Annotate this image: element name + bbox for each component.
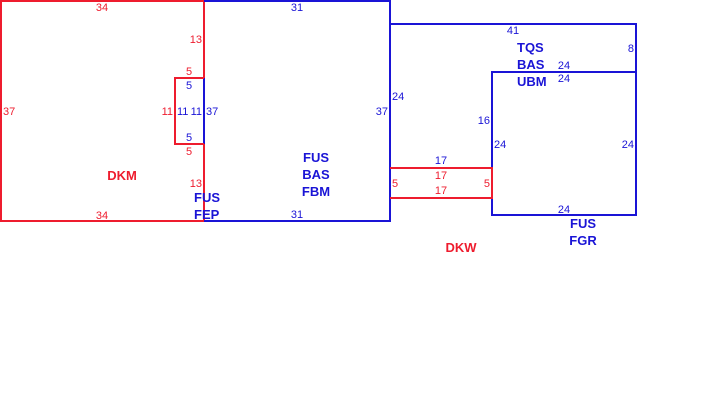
dkm-dim-right-upper: 13: [190, 34, 202, 46]
fbm-label-line3: FBM: [302, 184, 330, 199]
fbm-dim-left: 37: [206, 106, 218, 118]
ubm-dim-left: 24: [392, 91, 404, 103]
dkw-outline: [390, 167, 493, 199]
notch-dim-left-inner: 11: [177, 106, 188, 118]
notch-outline: [174, 77, 204, 145]
dkm-dim-left: 37: [3, 106, 15, 118]
ubm-dim-step: 24: [558, 60, 570, 72]
dkm-outline: [0, 0, 205, 222]
fgr-dim-right: 24: [622, 139, 634, 151]
fbm-outline: [204, 0, 391, 222]
fbm-dim-top: 31: [291, 2, 303, 14]
dkm-label: DKM: [107, 168, 137, 183]
region-notch: 5 5 11 11: [162, 66, 204, 158]
fep-label-line1: FUS: [194, 190, 220, 205]
dkw-dim-top: 17: [435, 170, 447, 182]
fgr-dim-top: 24: [558, 73, 570, 85]
fgr-label-line2: FGR: [569, 233, 597, 248]
fbm-dim-right: 37: [376, 106, 388, 118]
ubm-label-line1: TQS: [517, 40, 544, 55]
fgr-label-line1: FUS: [570, 216, 596, 231]
fep-dim-bottom: 5: [186, 132, 192, 144]
notch-dim-top: 5: [186, 66, 192, 78]
region-fbm: 31 31 37 37 FUS BAS FBM: [203, 0, 391, 222]
dkw-dim-right: 5: [484, 178, 490, 190]
region-dkw: 17 17 5 5 DKW: [390, 167, 493, 255]
ubm-label-line3: UBM: [517, 74, 547, 89]
ubm-label-line2: BAS: [517, 57, 545, 72]
ubm-dim-right: 8: [628, 43, 634, 55]
region-fep: 5 5 11 FUS FEP: [186, 80, 220, 222]
region-fgr: 24 24 24 24 FUS FGR: [491, 71, 637, 248]
fbm-label-line1: FUS: [303, 150, 329, 165]
dkm-dim-bottom: 34: [96, 210, 108, 222]
dkm-dim-right-lower: 13: [190, 178, 202, 190]
ubm-outline: [390, 23, 637, 169]
fbm-dim-bottom: 31: [291, 209, 303, 221]
dkw-dim-left: 5: [392, 178, 398, 190]
dkm-dim-top: 34: [96, 2, 108, 14]
fgr-dim-left: 24: [494, 139, 506, 151]
fep-label-line2: FEP: [194, 207, 220, 222]
fep-dim-top: 5: [186, 80, 192, 92]
fep-dim-right: 11: [191, 106, 202, 118]
notch-dim-left: 11: [162, 106, 173, 118]
ubm-dim-top: 41: [507, 25, 519, 37]
fgr-dim-bottom: 24: [558, 204, 570, 216]
fgr-outline: [491, 71, 637, 216]
notch-dim-bottom: 5: [186, 146, 192, 158]
ubm-dim-inner-left: 16: [478, 115, 490, 127]
region-ubm: 41 8 24 24 16 17 TQS BAS UBM: [390, 23, 637, 169]
dkw-dim-bottom: 17: [435, 185, 447, 197]
ubm-dim-bottom: 17: [435, 155, 447, 167]
fbm-label-line2: BAS: [302, 167, 330, 182]
dkw-label: DKW: [445, 240, 477, 255]
region-dkm: 34 34 37 13 13 DKM: [0, 0, 205, 222]
